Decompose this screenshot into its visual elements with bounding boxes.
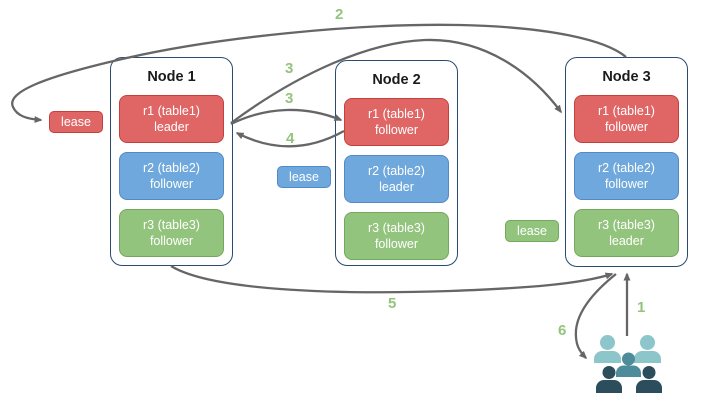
replica-role: leader <box>609 234 644 248</box>
replica-role: follower <box>604 120 649 134</box>
arrow-3-node1-to-node2 <box>230 108 343 126</box>
replica-name: r3 (table3) <box>368 221 425 235</box>
lease-label-blue: lease <box>277 166 331 188</box>
replica-role: follower <box>374 123 419 137</box>
node-1-replica-r1: r1 (table1) leader <box>119 95 224 143</box>
users-bottom-row <box>596 366 662 393</box>
step-label-3a: 3 <box>285 60 294 77</box>
step-label-6: 6 <box>558 322 567 339</box>
replica-role: leader <box>379 180 414 194</box>
node-3-replica-r1: r1 (table1) follower <box>574 95 679 143</box>
node-1-replica-r3: r3 (table3) follower <box>119 209 224 257</box>
replica-name: r3 (table3) <box>598 218 655 232</box>
node-3-title: Node 3 <box>602 69 651 85</box>
replica-role: follower <box>604 177 649 191</box>
replica-name: r1 (table1) <box>368 107 425 121</box>
replica-role: follower <box>149 234 194 248</box>
node-1: Node 1 r1 (table1) leader r2 (table2) fo… <box>110 57 233 266</box>
replica-role: leader <box>154 120 189 134</box>
lease-label-red: lease <box>49 111 103 133</box>
node-2-title: Node 2 <box>372 72 421 88</box>
replica-role: follower <box>149 177 194 191</box>
replica-name: r2 (table2) <box>143 161 200 175</box>
users-icon <box>594 335 662 393</box>
node-3-replica-r3: r3 (table3) leader <box>574 209 679 257</box>
node-2-replica-r1: r1 (table1) follower <box>344 98 449 146</box>
replica-name: r2 (table2) <box>368 164 425 178</box>
node-2-replica-r3: r3 (table3) follower <box>344 212 449 260</box>
node-3-replica-r2: r2 (table2) follower <box>574 152 679 200</box>
node-2-replica-r2: r2 (table2) leader <box>344 155 449 203</box>
replica-name: r3 (table3) <box>143 218 200 232</box>
lease-label-green: lease <box>505 220 559 242</box>
step-label-1: 1 <box>637 299 646 316</box>
node-1-replica-r2: r2 (table2) follower <box>119 152 224 200</box>
replica-name: r1 (table1) <box>598 104 655 118</box>
replica-name: r1 (table1) <box>143 104 200 118</box>
node-1-title: Node 1 <box>147 69 196 85</box>
node-2: Node 2 r1 (table1) follower r2 (table2) … <box>335 60 458 266</box>
step-label-3b: 3 <box>285 90 294 107</box>
replica-role: follower <box>374 237 419 251</box>
users-center-person <box>616 352 641 377</box>
replica-name: r2 (table2) <box>598 161 655 175</box>
step-label-5: 5 <box>388 295 397 312</box>
arrow-5-node1-to-node3 <box>170 265 614 294</box>
node-3: Node 3 r1 (table1) follower r2 (table2) … <box>565 57 688 267</box>
arrow-2-node3-to-red-lease <box>11 23 627 124</box>
step-label-2: 2 <box>335 6 344 23</box>
step-label-4: 4 <box>286 130 295 147</box>
